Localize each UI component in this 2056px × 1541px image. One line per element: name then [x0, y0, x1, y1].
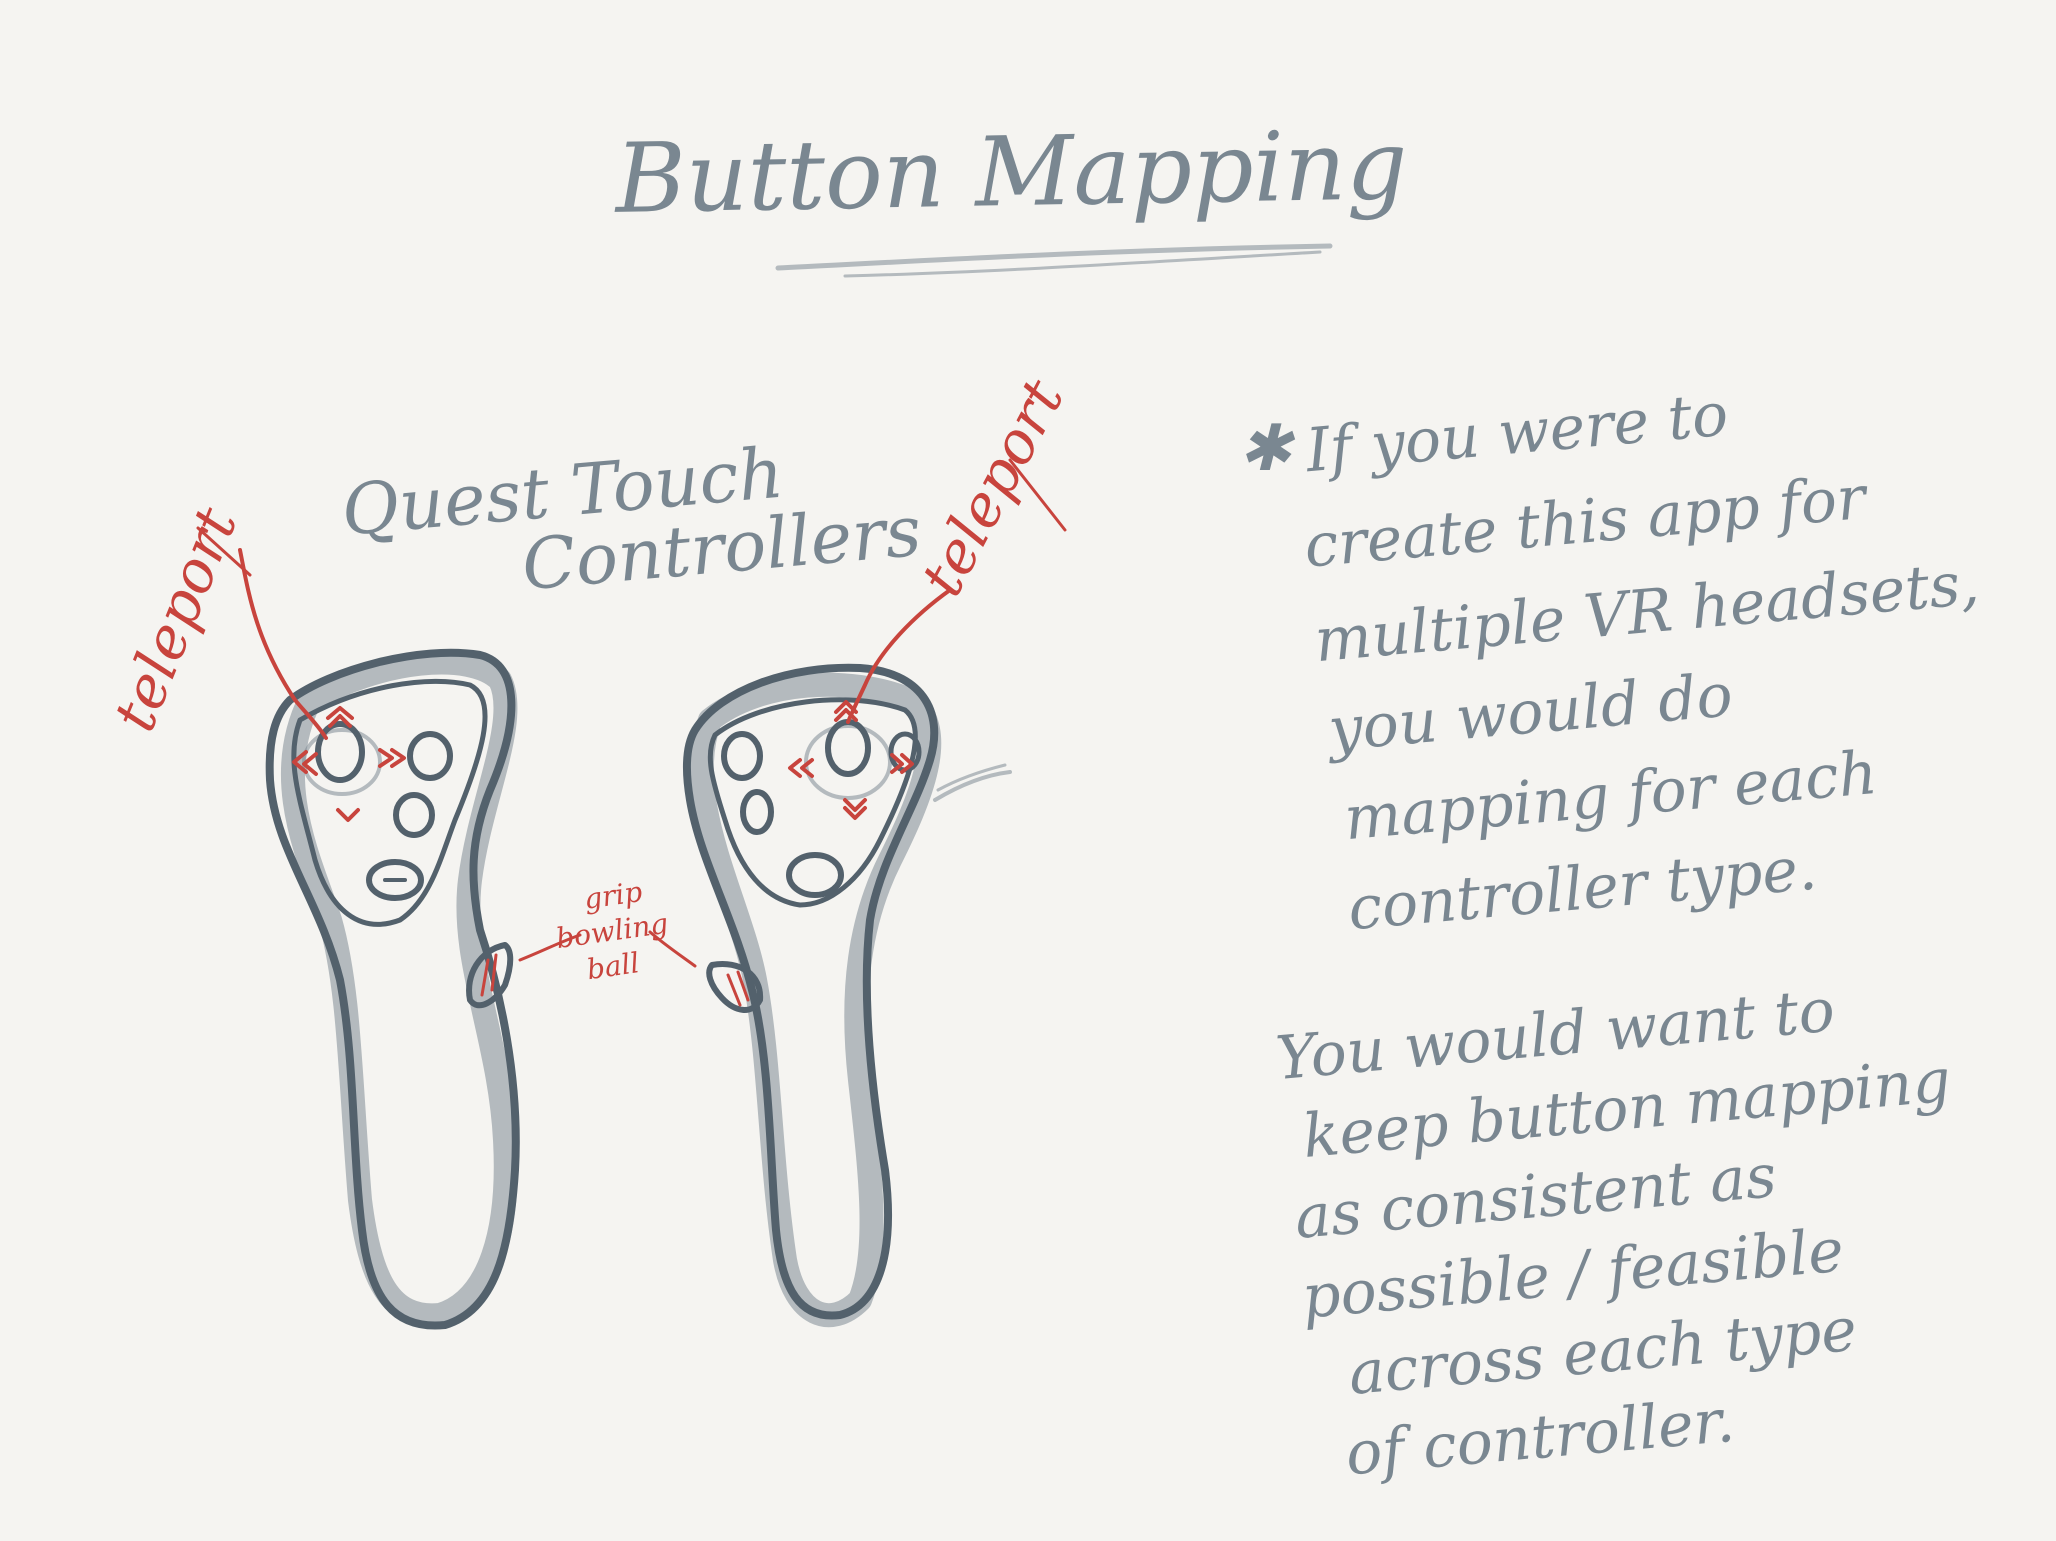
- note-2: You would want to keep button mapping as…: [1273, 975, 1953, 1489]
- left-menu-button: [366, 859, 424, 901]
- right-arrow-right-icon: [890, 753, 914, 774]
- right-teleport-slash: [1008, 458, 1067, 532]
- left-arrow-right-icon: [378, 748, 406, 768]
- left-teleport-label: teleport: [100, 498, 251, 741]
- grip-label-line-2: bowling: [554, 907, 670, 955]
- right-teleport-label: teleport: [907, 368, 1077, 607]
- left-controller-body-shade: [280, 650, 518, 1328]
- note-1-line-6: controller type.: [1345, 834, 1819, 945]
- left-thumbstick-base: [302, 728, 382, 796]
- left-controller-outline: [265, 648, 520, 1330]
- grip-label: grip bowling ball: [554, 875, 670, 986]
- note-1-line-1: If you were to: [1302, 380, 1731, 487]
- left-teleport-slash: [196, 526, 252, 577]
- left-grip-trigger: [466, 942, 514, 1009]
- left-arrow-up-icon: [326, 706, 354, 728]
- right-controller-face-outline: [707, 697, 918, 908]
- right-grip-trigger: [706, 961, 764, 1013]
- right-arrow-down-icon: [843, 798, 867, 820]
- left-button-y: [393, 792, 435, 838]
- right-button-b: [740, 789, 774, 835]
- left-teleport-line: [238, 548, 328, 740]
- left-arrow-left-icon: [292, 750, 318, 776]
- right-oculus-button: [786, 852, 844, 898]
- controllers-label: Quest Touch Controllers: [338, 432, 924, 607]
- title-underline-2: [843, 250, 1322, 278]
- grip-label-line-1: grip: [582, 875, 644, 916]
- right-grip-trigger-fill: [726, 970, 750, 1007]
- page-title: Button Mapping: [612, 109, 1408, 235]
- right-controller-strap-2: [936, 763, 1007, 792]
- right-button-a: [721, 731, 763, 781]
- right-controller-outline: [683, 663, 939, 1320]
- right-thumbstick: [825, 719, 871, 777]
- right-teleport-line: [846, 588, 952, 724]
- left-controller: [265, 648, 520, 1330]
- right-arrow-left-icon: [788, 758, 814, 778]
- grip-line-left: [518, 933, 582, 962]
- grip-label-line-3: ball: [585, 946, 642, 986]
- note-1-line-4: you would do: [1323, 660, 1736, 765]
- left-arrow-down-icon: [336, 808, 360, 822]
- left-button-x: [407, 731, 453, 781]
- title-underline: [775, 243, 1333, 271]
- right-thumbstick-base: [804, 724, 892, 800]
- note-star-icon: ✱: [1238, 412, 1296, 486]
- left-grip-trigger-fill: [480, 953, 498, 997]
- left-thumbstick: [315, 721, 365, 783]
- right-controller: [683, 663, 1012, 1328]
- grip-line-right: [648, 930, 697, 968]
- note-1-line-2: create this app for: [1302, 463, 1872, 582]
- right-controller-strap: [933, 770, 1012, 802]
- note-1: If you were to create this app for multi…: [1302, 380, 1982, 945]
- left-controller-face-outline: [291, 678, 488, 927]
